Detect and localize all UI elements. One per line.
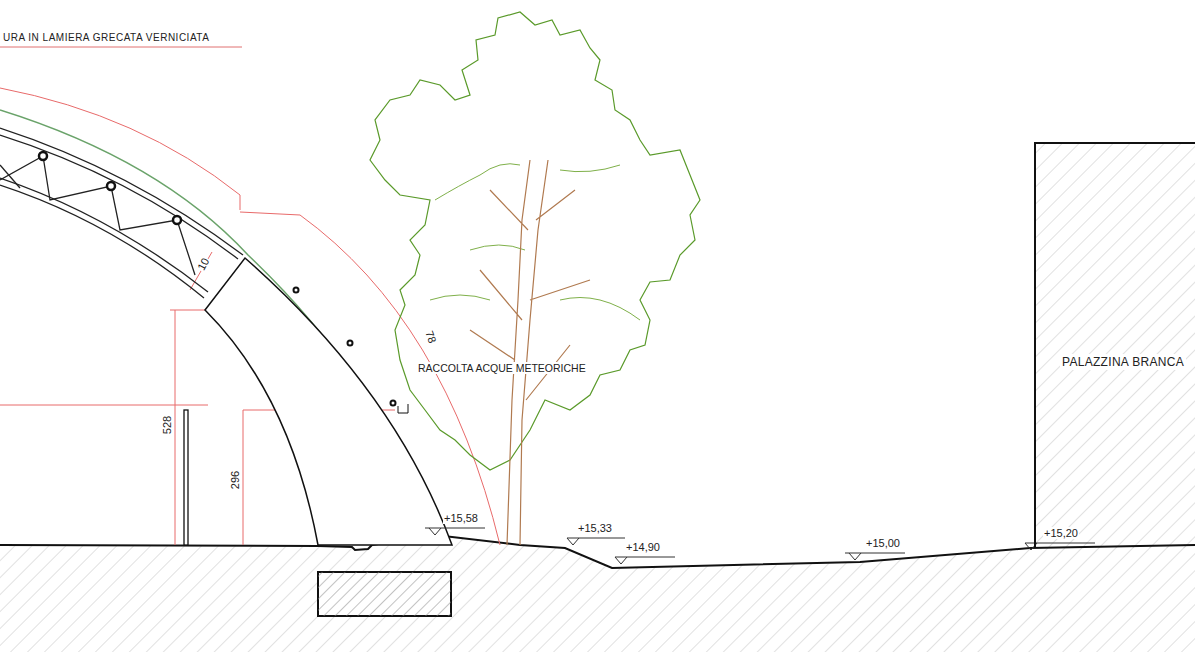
leader-line (0, 47, 242, 48)
dimension-lines (0, 88, 500, 545)
level-markers (425, 528, 1095, 564)
level-value: +15,58 (443, 512, 479, 524)
fixing-points (294, 288, 396, 406)
level-value: +15,33 (577, 522, 613, 534)
foundation (318, 572, 451, 616)
purlin-circles (39, 152, 181, 224)
dimension: 78 (423, 328, 439, 345)
tree (370, 12, 700, 545)
building-box: PALAZZINA BRANCA (1034, 142, 1195, 548)
building-name: PALAZZINA BRANCA (1060, 354, 1186, 370)
foundation-hatch (318, 572, 451, 616)
building-hatch (1034, 142, 1195, 548)
level-value: +14,90 (625, 541, 661, 553)
level-value: +15,20 (1043, 527, 1079, 539)
dimension: 296 (229, 470, 241, 490)
drainage-note: RACCOLTA ACQUE METEORICHE (417, 362, 587, 374)
arch-truss (0, 128, 243, 298)
dimension: 528 (161, 415, 173, 435)
post (184, 410, 188, 545)
level-value: +15,00 (865, 537, 901, 549)
ground-hatch (0, 535, 1195, 652)
arch-shell (205, 258, 452, 545)
material-note: URA IN LAMIERA GRECATA VERNICIATA (2, 32, 210, 44)
gutter (398, 404, 408, 413)
ground-line (0, 535, 1195, 568)
